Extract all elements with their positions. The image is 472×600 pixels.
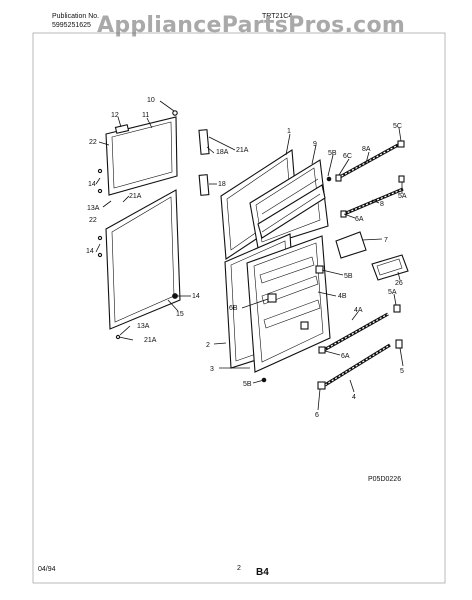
callout-21a-b: 21A [144, 337, 157, 344]
part-4-rack [324, 343, 391, 387]
callout-5: 5 [400, 368, 404, 375]
part-5a-cap [398, 175, 405, 183]
publication-number: 5995251625 [52, 22, 91, 29]
part-6c-cap [335, 174, 342, 182]
part-3-fresh-food-liner [246, 235, 331, 373]
publication-label: Publication No. [52, 13, 100, 20]
part-10-screw [172, 110, 178, 116]
callout-14c: 14 [192, 293, 200, 300]
callout-6c: 6C [343, 153, 352, 160]
part-6b-clip [267, 293, 277, 303]
callout-6a-b: 6A [341, 353, 350, 360]
callout-3: 3 [210, 366, 214, 373]
callout-10: 10 [147, 97, 155, 104]
callout-21a: 21A [129, 193, 142, 200]
part-5c-cap [397, 140, 405, 148]
callout-1: 1 [287, 128, 291, 135]
part-14-screw [172, 293, 178, 299]
callout-15: 15 [176, 311, 184, 318]
callout-4b: 4B [338, 293, 347, 300]
model-hint: TRT21C4 [262, 13, 293, 20]
callout-6b: 6B [229, 305, 238, 312]
part-9-freezer-liner [249, 159, 329, 249]
callout-5a: 5A [398, 193, 407, 200]
part-5a-lower-cap [393, 304, 401, 313]
callout-14: 14 [88, 181, 96, 188]
footer-date: 04/94 [38, 566, 56, 573]
callout-4a: 4A [354, 307, 363, 314]
part-6a-cap [340, 210, 347, 218]
part-7-dairy-door [335, 231, 367, 259]
leader-lines [95, 100, 404, 411]
callout-5b-c: 5B [243, 381, 252, 388]
callout-13a-b: 13A [137, 323, 150, 330]
callout-9: 9 [313, 141, 317, 148]
callout-13a: 13A [87, 205, 100, 212]
callout-22: 22 [89, 139, 97, 146]
callout-4: 4 [352, 394, 356, 401]
sheet-frame [32, 32, 446, 584]
callout-18: 18 [218, 181, 226, 188]
part-12-hinge [114, 124, 130, 134]
part-8-rack [343, 187, 404, 216]
callout-11: 11 [142, 112, 149, 119]
callout-6: 6 [315, 412, 319, 419]
callout-5b-b: 5B [344, 273, 353, 280]
part-6a-lower-cap [318, 346, 326, 354]
callout-5a-b: 5A [388, 289, 397, 296]
callout-6a: 6A [355, 216, 364, 223]
callout-5b: 5B [328, 150, 337, 157]
callout-14b: 14 [86, 248, 94, 255]
callout-12: 12 [111, 112, 119, 119]
callout-8a: 8A [362, 146, 371, 153]
callout-26: 26 [395, 280, 403, 287]
trim-strips [198, 129, 210, 196]
part-5-cap [395, 339, 403, 349]
watermark: AppliancePartsPros.com [97, 13, 406, 38]
callout-8: 8 [380, 201, 384, 208]
footer-page-code: B4 [256, 567, 269, 578]
freezer-gasket [105, 110, 178, 196]
callout-21a-c: 21A [236, 147, 249, 154]
part-4a-rack [323, 312, 389, 352]
callout-18a: 18A [216, 149, 229, 156]
part-6-cap [317, 381, 326, 390]
diagram-code: P05D0226 [368, 476, 401, 483]
callout-7: 7 [384, 237, 388, 244]
fresh-food-gasket [105, 189, 181, 330]
part-8a-rack [337, 143, 399, 180]
callout-22b: 22 [89, 217, 97, 224]
callout-labels: 10 12 11 22 14 13A 21A 22 14 15 14 13A 2… [86, 97, 407, 419]
part-26-bin [371, 254, 409, 281]
callout-5c: 5C [393, 123, 402, 130]
footer-page-small: 2 [237, 565, 241, 572]
callout-2: 2 [206, 342, 210, 349]
